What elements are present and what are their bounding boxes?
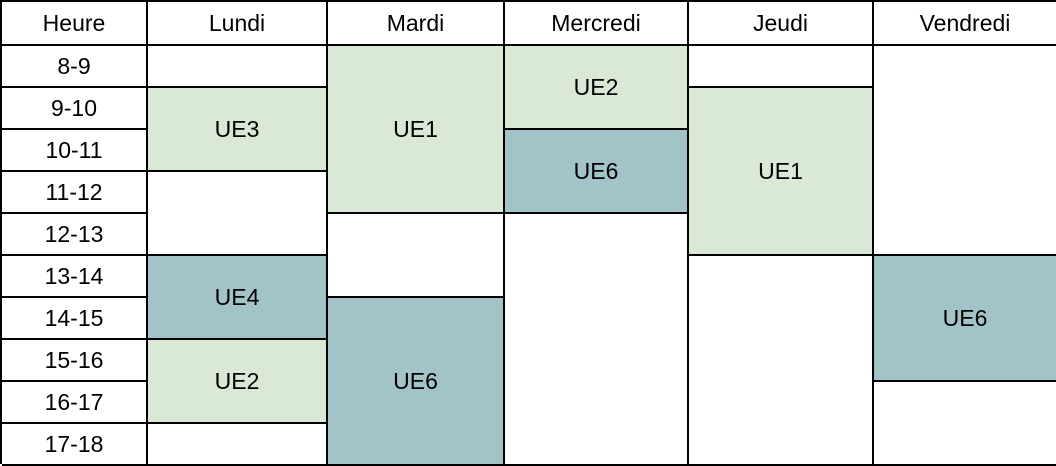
header-wednesday: Mercredi: [505, 2, 689, 46]
course-block: UE1: [328, 46, 505, 214]
course-block: UE2: [505, 46, 689, 130]
course-block: UE4: [148, 256, 328, 340]
hour-label: 8-9: [2, 46, 148, 88]
empty-slot: [148, 46, 328, 88]
course-block: UE6: [328, 298, 505, 466]
course-block: UE2: [148, 340, 328, 424]
hour-label: 15-16: [2, 340, 148, 382]
empty-slot: [874, 382, 1056, 466]
header-thursday: Jeudi: [689, 2, 874, 46]
header-tuesday: Mardi: [328, 2, 505, 46]
empty-slot: [148, 172, 328, 256]
header-hour: Heure: [2, 2, 148, 46]
hour-label: 13-14: [2, 256, 148, 298]
empty-slot: [505, 214, 689, 466]
hour-label: 9-10: [2, 88, 148, 130]
header-monday: Lundi: [148, 2, 328, 46]
empty-slot: [148, 424, 328, 466]
header-friday: Vendredi: [874, 2, 1056, 46]
course-block: UE6: [874, 256, 1056, 382]
hour-label: 11-12: [2, 172, 148, 214]
empty-slot: [874, 46, 1056, 256]
course-block: UE6: [505, 130, 689, 214]
hour-label: 14-15: [2, 298, 148, 340]
empty-slot: [689, 256, 874, 466]
hour-label: 17-18: [2, 424, 148, 466]
course-block: UE3: [148, 88, 328, 172]
empty-slot: [689, 46, 874, 88]
hour-label: 12-13: [2, 214, 148, 256]
course-block: UE1: [689, 88, 874, 256]
hour-label: 16-17: [2, 382, 148, 424]
empty-slot: [328, 214, 505, 298]
hour-label: 10-11: [2, 130, 148, 172]
